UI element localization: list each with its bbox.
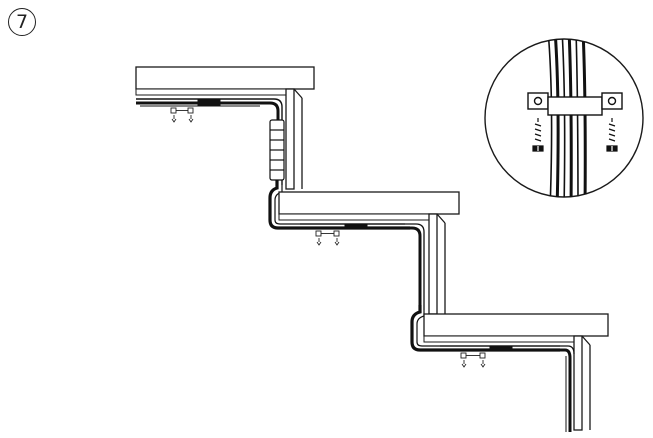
cable-run-1 xyxy=(136,98,283,185)
cable-clip xyxy=(527,92,623,116)
cable-drop-2 xyxy=(410,305,560,352)
cable-run-2 xyxy=(300,223,425,310)
shelf-2 xyxy=(278,191,460,315)
step-number: 7 xyxy=(15,10,29,33)
inline-connector xyxy=(269,119,285,181)
step-badge: 7 xyxy=(8,8,36,36)
clip-marker-1 xyxy=(170,107,194,123)
shelf-1 xyxy=(135,66,315,190)
cable-run-3 xyxy=(440,345,575,432)
screw-icon-right xyxy=(606,118,618,152)
clip-marker-3 xyxy=(460,352,486,368)
screw-icon-left xyxy=(532,118,544,152)
clip-marker-2 xyxy=(315,230,340,246)
detail-callout xyxy=(484,38,644,198)
shelf-3 xyxy=(423,313,609,431)
